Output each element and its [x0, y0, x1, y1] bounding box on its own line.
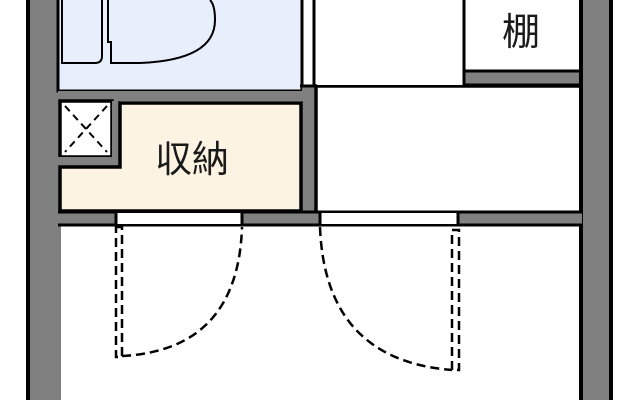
shelf-label: 棚: [502, 10, 541, 54]
shelf-box: [462, 0, 582, 87]
storage-door-swing: [114, 225, 244, 359]
storage-label: 収納: [155, 138, 229, 181]
hallway-door-opening: [320, 213, 458, 224]
interior-wall: [112, 101, 120, 167]
toilet-fixture-icon: [61, 0, 217, 64]
outer-walls: [26, 0, 613, 400]
pipe-shaft-icon: [58, 99, 114, 159]
interior-wall: [58, 91, 316, 101]
toilet-room: [56, 0, 304, 93]
interior-wall: [58, 157, 118, 167]
interior-wall: [302, 86, 316, 226]
storage-door-opening: [116, 213, 242, 224]
hallway: [314, 0, 583, 215]
hallway-door-swing: [318, 226, 461, 372]
outer-wall-inner-line: [579, 0, 583, 400]
